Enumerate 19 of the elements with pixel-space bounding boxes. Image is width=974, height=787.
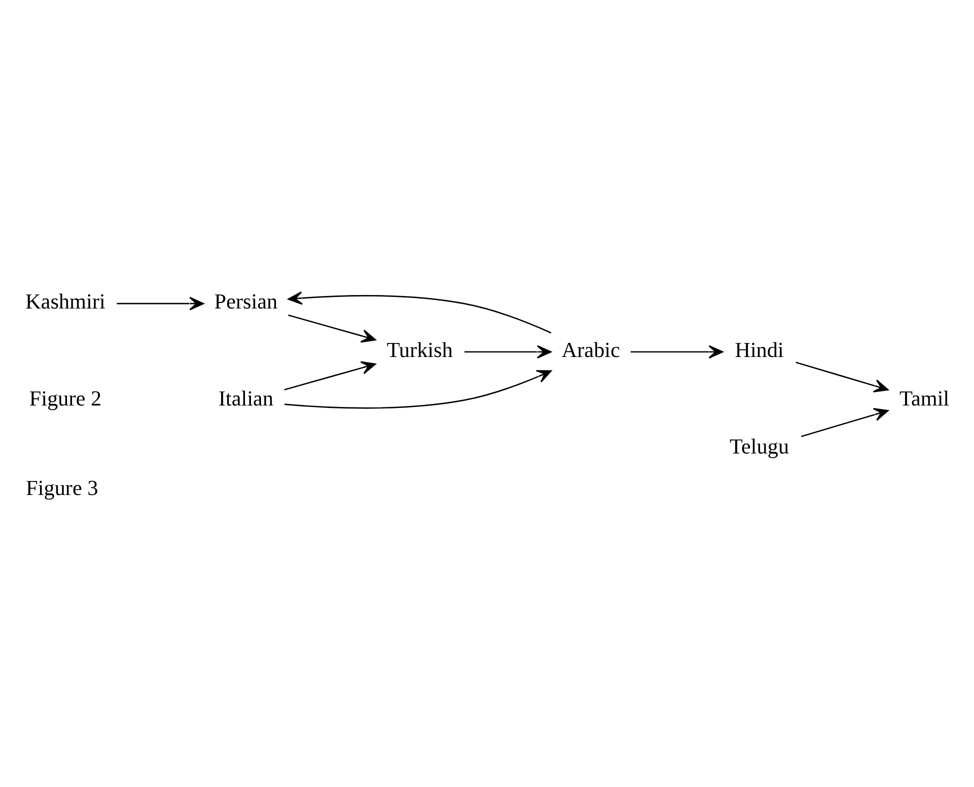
node-text: Arabic [561, 338, 620, 362]
arrow [284, 361, 376, 390]
node-text: Tamil [899, 386, 949, 410]
node-text: Italian [218, 386, 273, 410]
arrow [287, 291, 551, 334]
node-text: Persian [214, 290, 278, 314]
node-text: Kashmiri [24, 290, 105, 314]
label: Figure 2 [28, 386, 101, 410]
arrow [630, 345, 723, 359]
arrow [800, 408, 888, 438]
caption: Figure 3 [25, 476, 98, 500]
arrow [795, 362, 888, 392]
arrow [116, 296, 204, 310]
node-text: Hindi [734, 338, 784, 362]
arrow [284, 370, 552, 409]
node-text: Turkish [386, 338, 452, 362]
node-text: Telugu [729, 434, 788, 459]
arrow [288, 314, 376, 343]
arrow [464, 345, 552, 359]
